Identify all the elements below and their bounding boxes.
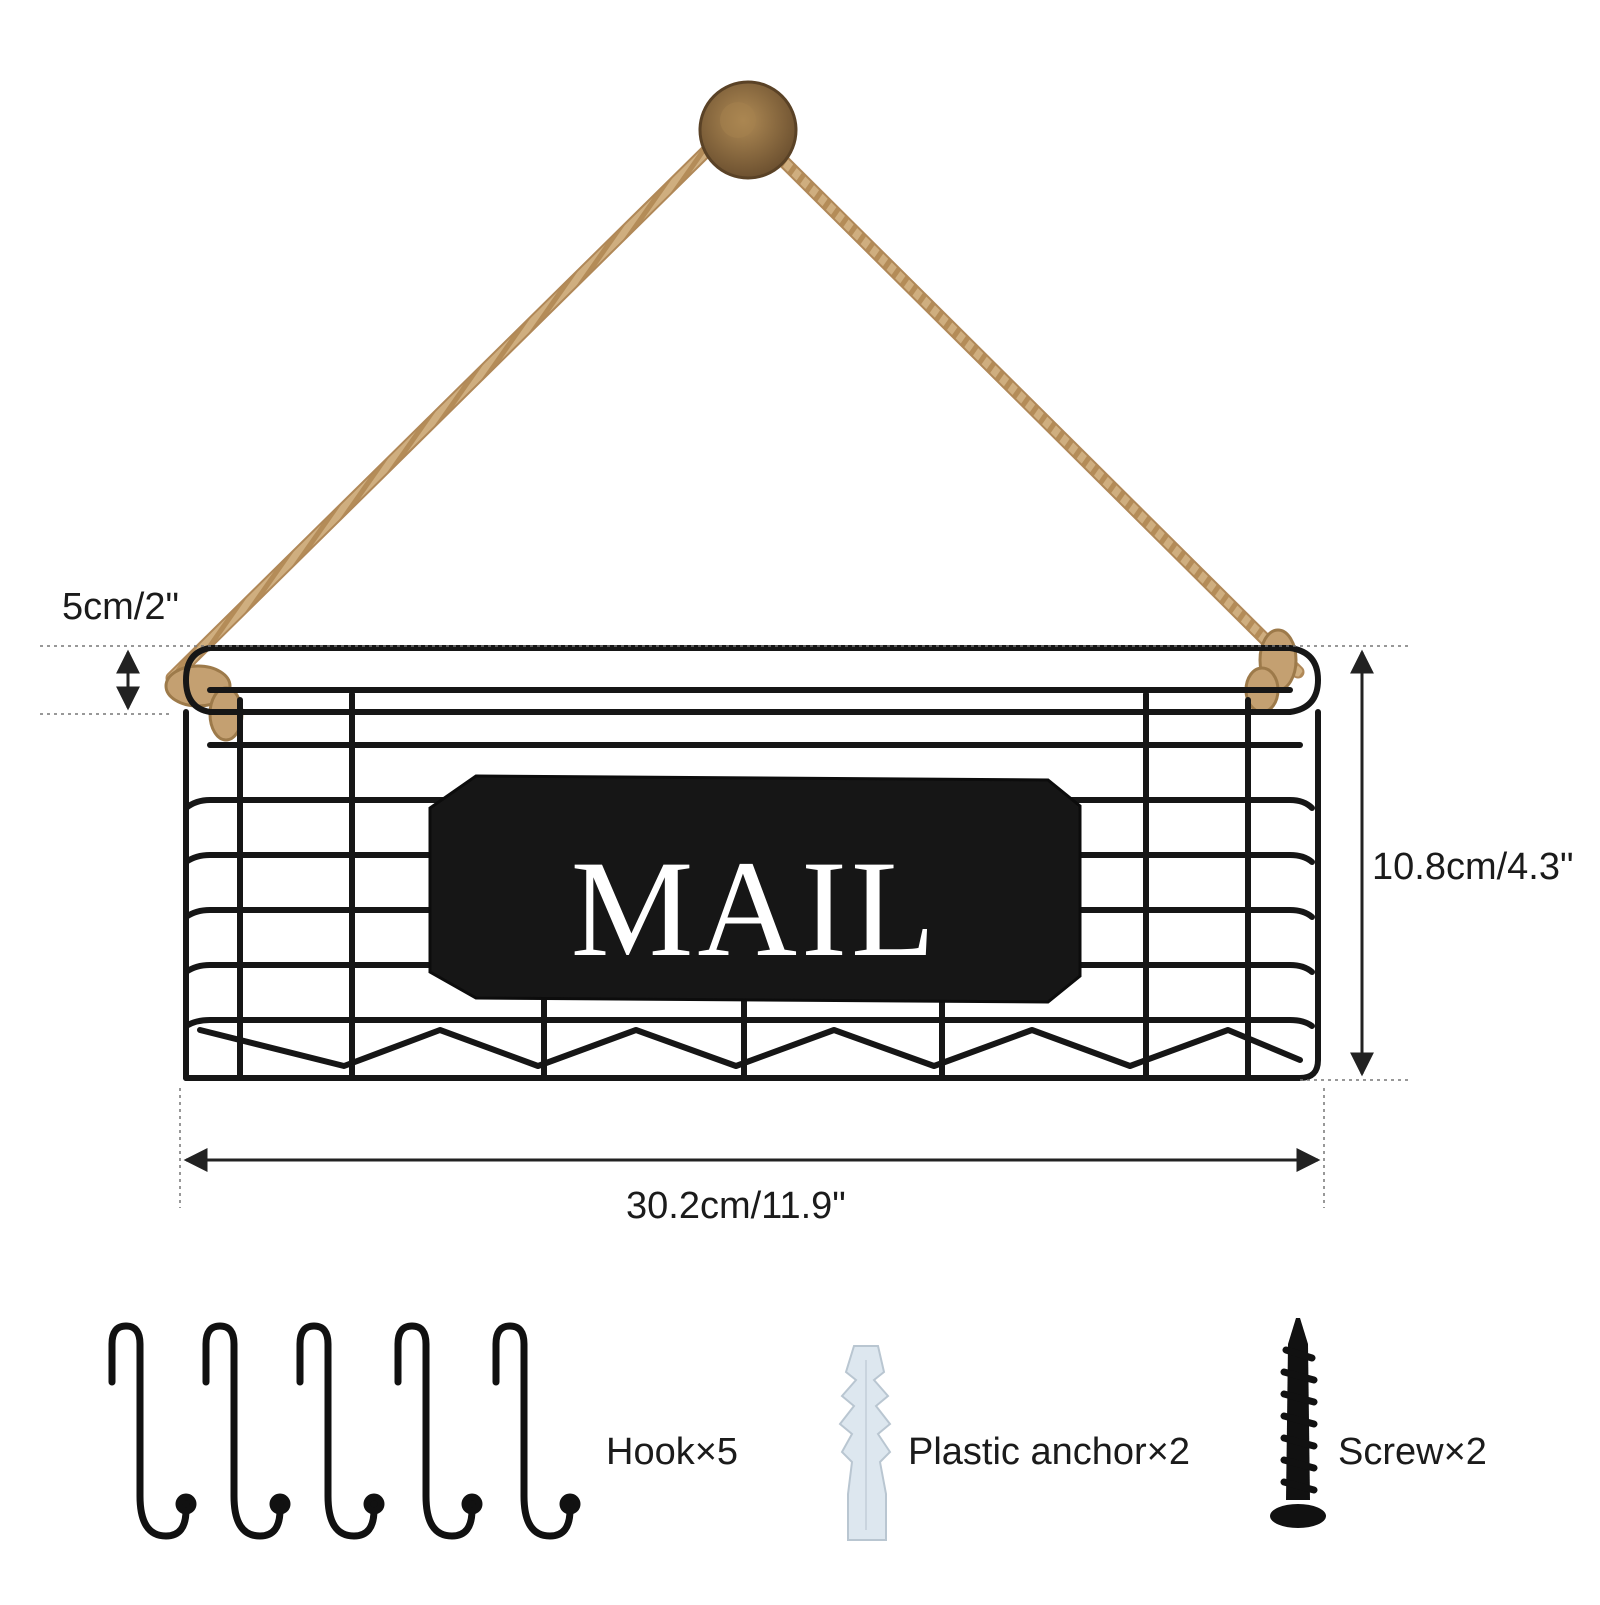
s-hook-icon [202,1322,291,1540]
anchor-count-label: Plastic anchor×2 [908,1431,1190,1473]
sign-text: MAIL [571,832,940,985]
width-label: 30.2cm/11.9" [626,1185,846,1227]
hooks-group [108,1322,581,1540]
wall-peg-icon [698,80,798,180]
mail-sign: MAIL [428,774,1082,1004]
screw-count-label: Screw×2 [1338,1431,1487,1473]
s-hook-icon [108,1322,197,1540]
total-height-label: 10.8cm/4.3" [1372,846,1574,888]
rim-height-label: 5cm/2" [62,586,179,628]
s-hook-icon [492,1322,581,1540]
dimension-lines [40,645,1408,1208]
hook-count-label: Hook×5 [606,1431,739,1473]
s-hook-icon [296,1322,385,1540]
s-hook-icon [394,1322,483,1540]
plastic-anchor-icon [838,1345,892,1541]
screw-icon [1270,1318,1326,1528]
